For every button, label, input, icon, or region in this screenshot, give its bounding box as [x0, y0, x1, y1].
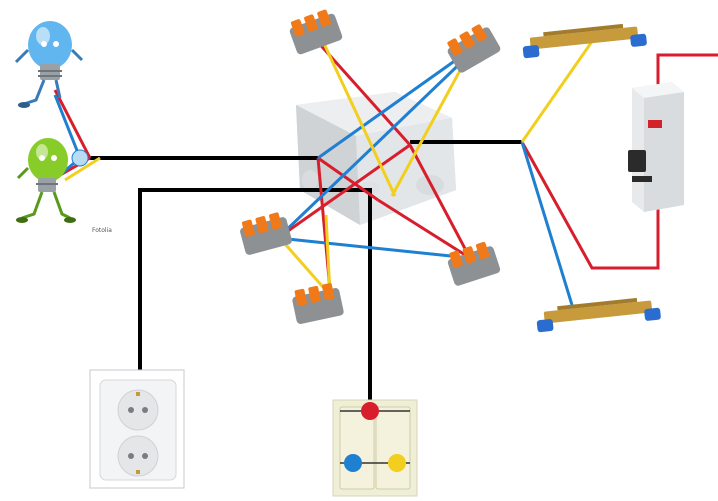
double-socket-icon	[99, 379, 177, 481]
double-socket	[89, 369, 185, 489]
wire-to-socket	[138, 188, 372, 370]
switch-phase-terminal	[361, 402, 379, 420]
lamp-top	[14, 21, 84, 108]
circuit-breaker	[628, 82, 684, 212]
wago-connector-icon	[447, 241, 501, 286]
bus-bar-bottom	[536, 297, 661, 333]
wire-breaker-out	[520, 141, 660, 270]
connector-bottom	[292, 283, 344, 324]
connector-right	[447, 241, 501, 286]
wires	[47, 28, 718, 402]
double-switch	[332, 399, 418, 497]
lamp-watermark: Fotolia	[92, 227, 112, 234]
bus-bar-top	[522, 23, 647, 59]
bus-bar-icon	[522, 23, 647, 59]
wago-connector-icon	[447, 24, 501, 73]
wire-breaker-feed	[656, 53, 718, 95]
connector-top-right	[447, 24, 501, 73]
light-bulb-icon	[14, 21, 84, 108]
light-bulb-icon	[16, 138, 76, 223]
connector-top	[289, 9, 343, 55]
bus-bar-icon	[536, 297, 661, 333]
wago-connector-icon	[292, 283, 344, 324]
switch-earth-terminal	[388, 454, 406, 472]
connector-left	[240, 212, 292, 255]
wago-connector-icon	[289, 9, 343, 55]
lamp-bottom: Fotolia	[16, 138, 112, 234]
lamp-junction-node	[71, 149, 89, 167]
switch-neutral-terminal	[344, 454, 362, 472]
circuit-breaker-icon	[628, 82, 684, 212]
wago-connector-icon	[240, 212, 292, 255]
